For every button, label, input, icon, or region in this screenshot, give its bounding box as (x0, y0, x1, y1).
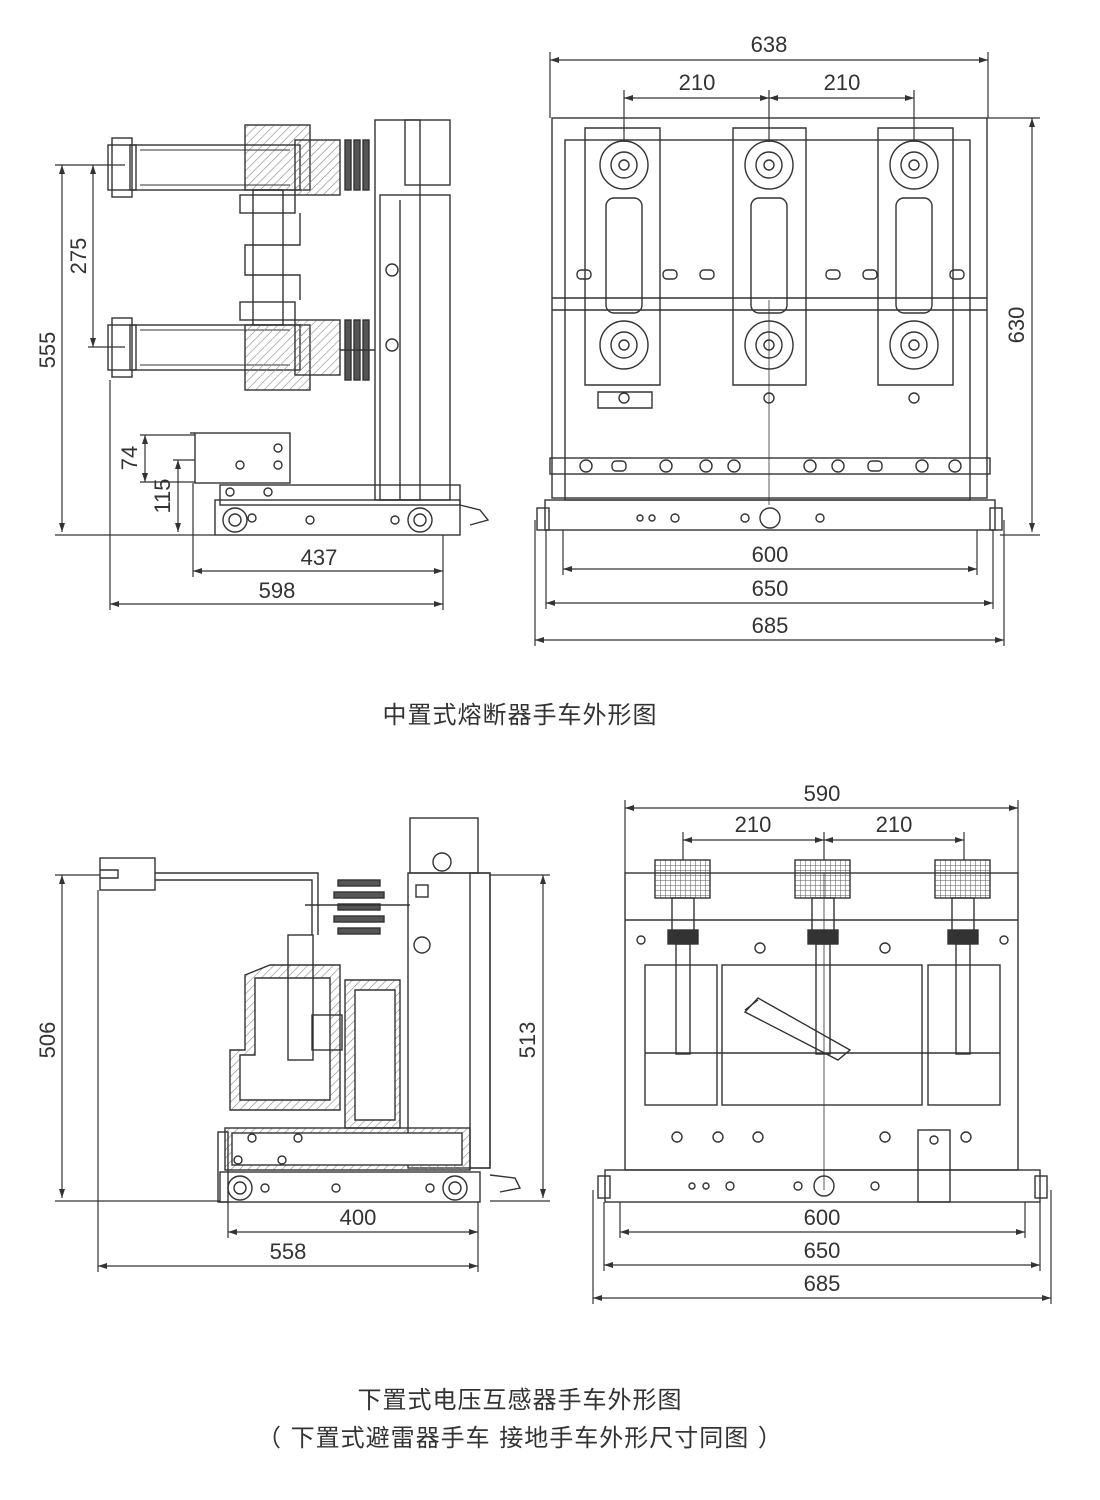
bottom-side-view (99, 817, 522, 1203)
top-side-dim-115: 115 (150, 478, 175, 513)
bottom-front-dim-210-left: 210 (735, 812, 772, 837)
top-front-view (536, 117, 1003, 531)
top-front-pole-middle (732, 127, 807, 404)
top-front-dim-638: 638 (751, 32, 788, 57)
bottom-front-dim-685: 685 (804, 1271, 841, 1296)
bottom-side-dim-506: 506 (35, 1022, 60, 1059)
bottom-front-view (597, 859, 1048, 1203)
top-front-dim-210-right: 210 (824, 70, 861, 95)
top-side-dimensions (55, 164, 444, 610)
bottom-front-dim-650: 650 (804, 1238, 841, 1263)
bottom-front-terminal-middle (794, 859, 851, 899)
top-side-dim-598: 598 (259, 578, 296, 603)
top-front-dim-210-left: 210 (679, 70, 716, 95)
bottom-caption-line1: 下置式电压互感器手车外形图 (357, 1386, 683, 1414)
top-side-upper-sheds (344, 139, 370, 191)
bottom-side-dim-513: 513 (515, 1022, 540, 1059)
bottom-side-dim-400: 400 (340, 1205, 377, 1230)
bottom-side-dimensions (55, 874, 550, 1272)
top-side-dim-74: 74 (117, 446, 142, 470)
bottom-caption-line2: （ 下置式避雷器手车 接地手车外形尺寸同图 ） (257, 1424, 783, 1452)
bottom-side-insulator (333, 879, 385, 935)
bottom-front-dim-590: 590 (804, 781, 841, 806)
bottom-front-terminal-right (934, 859, 991, 899)
bottom-side-dim-558: 558 (270, 1239, 307, 1264)
top-side-dim-437: 437 (301, 545, 338, 570)
bottom-front-dimensions (592, 800, 1052, 1304)
top-front-dim-630: 630 (1004, 307, 1029, 344)
top-front-dim-600: 600 (752, 542, 789, 567)
top-front-pole-left (584, 127, 661, 409)
top-side-view (107, 119, 490, 536)
top-front-dim-650: 650 (752, 576, 789, 601)
top-front-dim-685: 685 (752, 613, 789, 638)
top-front-pole-right (877, 127, 954, 404)
top-side-dim-275: 275 (66, 238, 91, 275)
top-caption: 中置式熔断器手车外形图 (382, 701, 658, 729)
bottom-front-terminal-left (654, 859, 711, 899)
bottom-front-dim-600: 600 (804, 1205, 841, 1230)
bottom-front-dim-210-right: 210 (876, 812, 913, 837)
top-front-dimensions (534, 52, 1040, 646)
top-side-dim-555: 555 (35, 332, 60, 369)
